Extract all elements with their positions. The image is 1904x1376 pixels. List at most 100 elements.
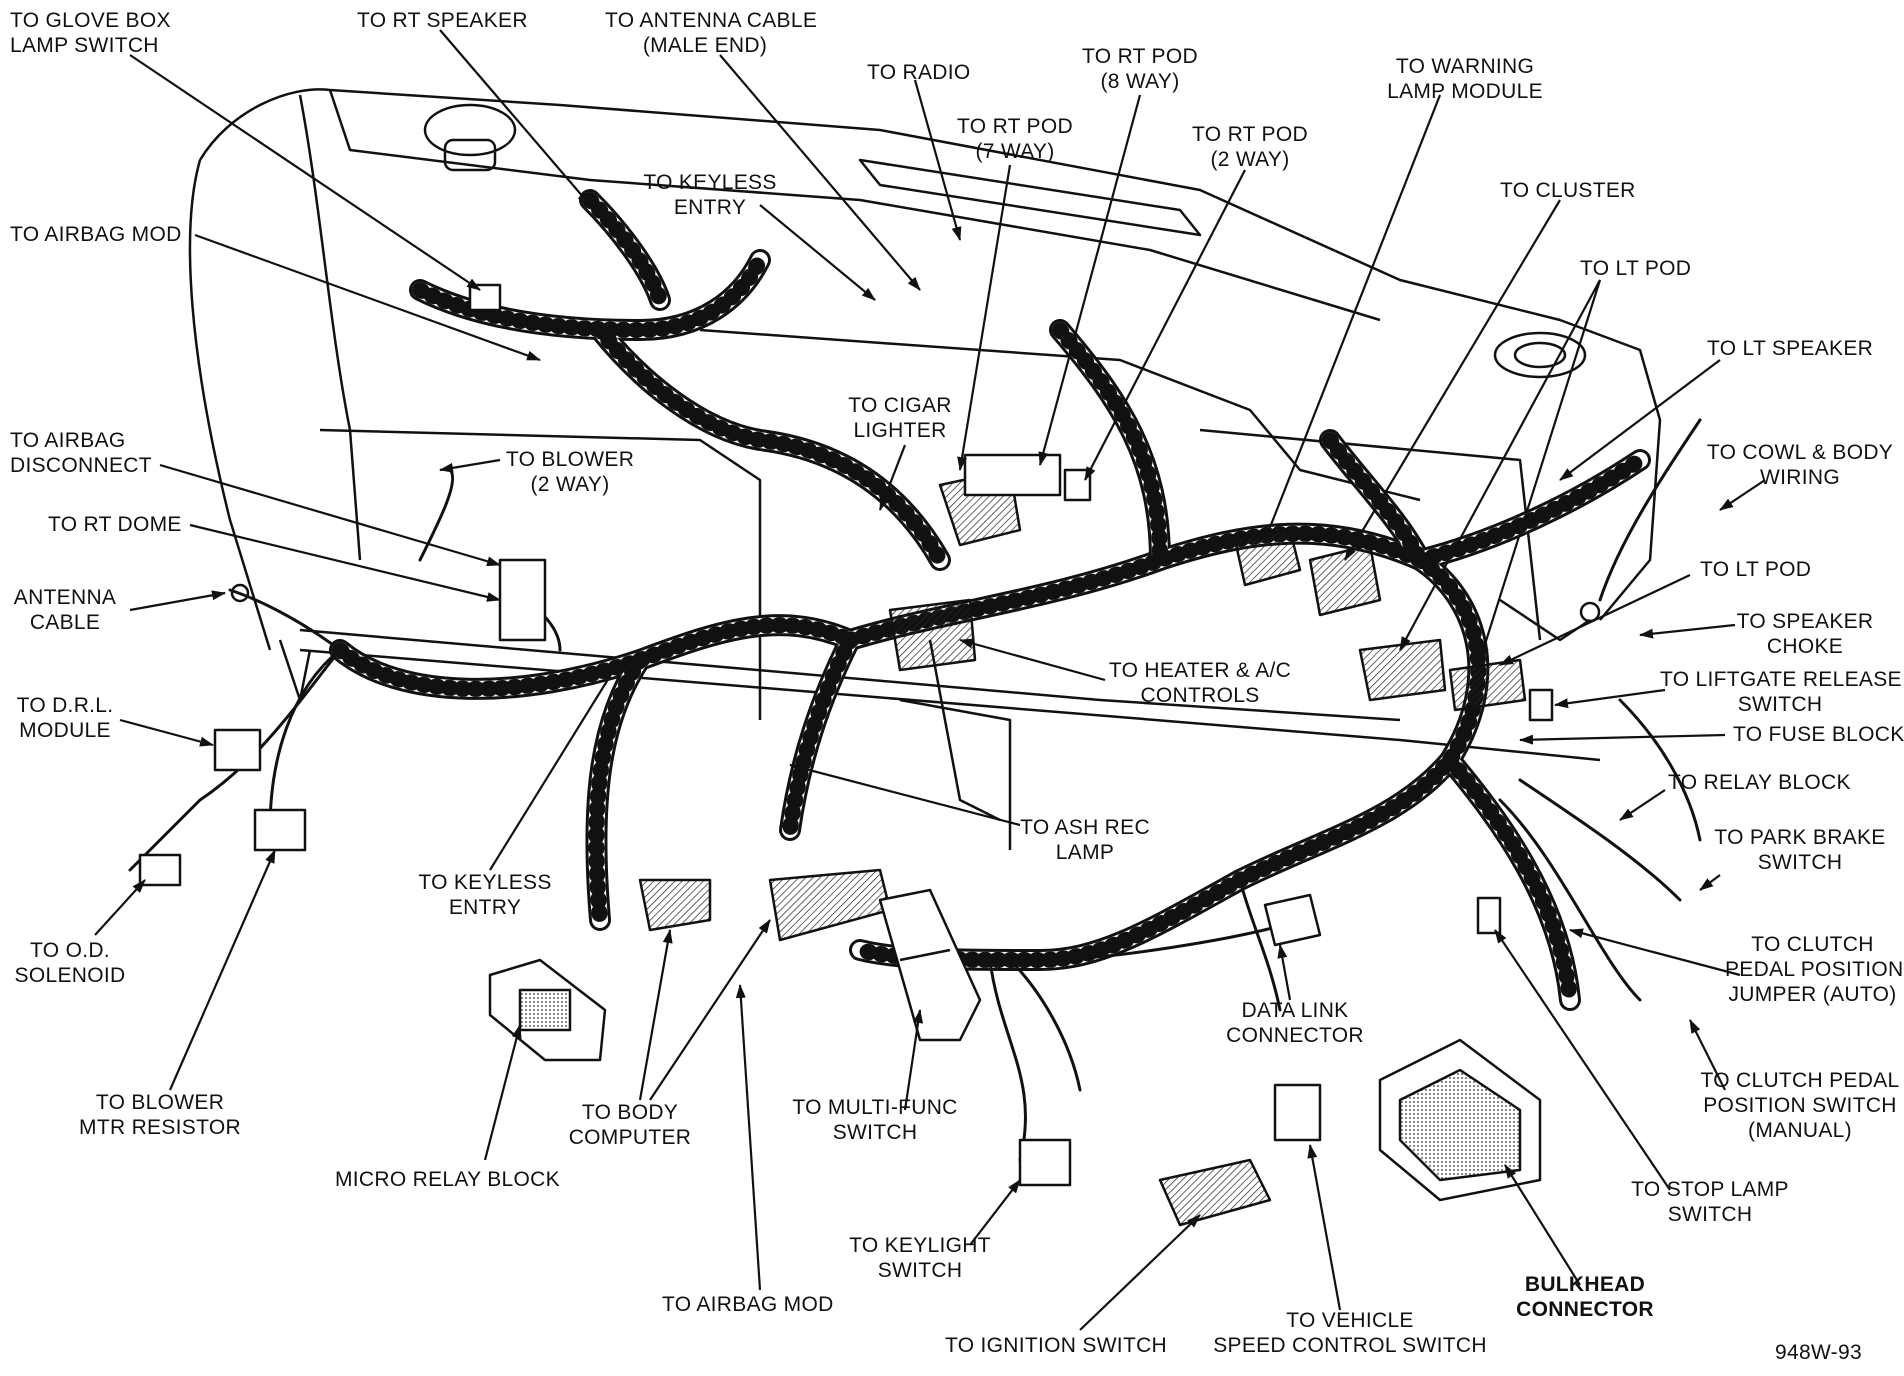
label-fuse-block: TO FUSE BLOCK — [1733, 723, 1904, 746]
leader-lt-pod-top-b — [1478, 279, 1602, 661]
label-cluster: TO CLUSTER — [1500, 179, 1636, 202]
label-park-brake-switch: TO PARK BRAKE SWITCH — [1714, 826, 1886, 874]
leader-lt-pod-top-a — [1399, 279, 1601, 651]
label-keyless-entry-bottom: TO KEYLESS ENTRY — [418, 871, 552, 919]
leader-cowl — [1719, 479, 1766, 511]
label-antenna-cable: ANTENNA CABLE — [13, 586, 117, 634]
label-lt-speaker: TO LT SPEAKER — [1707, 337, 1874, 360]
label-micro-relay-block: MICRO RELAY BLOCK — [335, 1168, 560, 1191]
cluster-connector — [1308, 543, 1382, 617]
label-bulkhead-connector: BULKHEAD CONNECTOR — [1516, 1273, 1654, 1321]
leader-cluster — [1344, 199, 1561, 561]
label-rt-pod-2-way: TO RT POD (2 WAY) — [1192, 123, 1308, 171]
leader-drl — [119, 718, 214, 747]
leader-clutch-jumper — [1569, 928, 1741, 977]
liftgate-connector — [1528, 688, 1554, 722]
leader-speaker-choke — [1639, 623, 1736, 639]
leader-multi-func — [903, 1009, 924, 1111]
od-solenoid-connector — [138, 853, 182, 887]
leader-data-link — [1277, 944, 1292, 1001]
leader-keyless-top — [759, 204, 876, 301]
rt-pod-2-connector — [1063, 468, 1092, 502]
vehicle-speed-control-connector — [1273, 1083, 1322, 1142]
leader-rt-pod-7 — [957, 164, 1012, 471]
figure-id: 948W-93 — [1775, 1341, 1862, 1364]
bulkhead-connector — [1378, 1038, 1542, 1202]
label-rt-dome: TO RT DOME — [48, 513, 182, 536]
label-vehicle-speed-control: TO VEHICLE SPEED CONTROL SWITCH — [1213, 1309, 1487, 1357]
glove-box-connector — [468, 283, 502, 312]
leader-heater-ac — [959, 638, 1106, 682]
label-clutch-pedal-switch: TO CLUTCH PEDAL POSITION SWITCH (MANUAL) — [1700, 1069, 1900, 1142]
instrument-panel-structure — [188, 88, 1662, 850]
label-airbag-disconnect: TO AIRBAG DISCONNECT — [10, 429, 152, 477]
label-lt-pod-top: TO LT POD — [1580, 257, 1692, 280]
micro-relay-block-connector — [488, 958, 607, 1062]
warning-lamp-connector — [1233, 528, 1302, 587]
leader-vehicle-speed — [1307, 1144, 1342, 1311]
leader-lt-pod-mid — [1499, 574, 1691, 666]
leader-rt-dome — [189, 523, 501, 602]
leader-lines — [94, 29, 1766, 1331]
label-keyless-entry-top: TO KEYLESS ENTRY — [643, 171, 777, 219]
label-od-solenoid: TO O.D. SOLENOID — [14, 939, 126, 987]
label-cigar-lighter: TO CIGAR LIGHTER — [848, 394, 952, 442]
leader-relay-block — [1619, 789, 1666, 821]
leader-stop-lamp — [1494, 929, 1671, 1191]
label-airbag-mod-top: TO AIRBAG MOD — [10, 223, 182, 246]
label-liftgate-release-switch: TO LIFTGATE RELEASE SWITCH — [1660, 668, 1902, 716]
leader-bulkhead — [1504, 1164, 1581, 1286]
label-antenna-cable-male: TO ANTENNA CABLE (MALE END) — [605, 9, 818, 57]
leader-ash-rec — [789, 763, 1021, 827]
label-drl-module: TO D.R.L. MODULE — [16, 694, 114, 742]
leader-lt-speaker — [1559, 359, 1721, 481]
label-rt-speaker: TO RT SPEAKER — [357, 9, 528, 32]
leader-antenna-male — [719, 54, 921, 291]
label-body-computer: TO BODY COMPUTER — [568, 1101, 692, 1149]
leader-antenna — [129, 590, 226, 612]
label-blower-mtr-resistor: TO BLOWER MTR RESISTOR — [79, 1091, 241, 1139]
connectors — [138, 283, 1554, 1227]
label-keylight-switch: TO KEYLIGHT SWITCH — [849, 1234, 991, 1282]
drl-module-connector — [213, 728, 262, 772]
body-computer-connector-a — [638, 878, 712, 932]
label-ignition-switch: TO IGNITION SWITCH — [945, 1334, 1168, 1357]
leader-micro-relay — [483, 1024, 522, 1161]
leader-body-computer-b — [649, 919, 771, 1101]
label-stop-lamp-switch: TO STOP LAMP SWITCH — [1631, 1178, 1789, 1226]
leader-keyless-bottom — [489, 659, 621, 871]
leader-liftgate — [1554, 688, 1666, 709]
blower-mtr-resistor-connector — [253, 808, 307, 852]
label-glove-box-lamp-switch: TO GLOVE BOX LAMP SWITCH — [10, 9, 171, 57]
ignition-switch-connector — [1158, 1158, 1272, 1227]
leader-airbag-mod-top — [194, 233, 541, 362]
label-rt-pod-7-way: TO RT POD (7 WAY) — [957, 115, 1073, 163]
leader-blower-mtr — [168, 849, 277, 1091]
data-link-connector — [1263, 893, 1322, 947]
label-clutch-pedal-jumper: TO CLUTCH PEDAL POSITION JUMPER (AUTO) — [1725, 933, 1904, 1006]
leader-keylight — [969, 1179, 1021, 1246]
leader-clutch-switch — [1689, 1019, 1726, 1091]
body-computer-connector-b — [768, 868, 892, 942]
leader-cigar — [878, 444, 907, 511]
leader-rt-speaker — [439, 29, 591, 206]
label-cowl-body-wiring: TO COWL & BODY WIRING — [1706, 441, 1894, 489]
lt-pod-connector-b — [1448, 658, 1527, 712]
label-rt-pod-8-way: TO RT POD (8 WAY) — [1082, 45, 1198, 93]
leader-glove-box — [129, 54, 481, 291]
airbag-disconnect-connector — [498, 558, 547, 642]
leader-airbag-mod-bottom — [735, 984, 762, 1291]
leader-blower-2way — [439, 458, 501, 473]
keylight-switch-connector — [1018, 1138, 1072, 1187]
label-heater-ac-controls: TO HEATER & A/C CONTROLS — [1108, 659, 1292, 707]
leader-od-solenoid — [94, 879, 146, 936]
leader-fuse-block — [1519, 733, 1726, 745]
heater-ac-connector — [888, 598, 977, 672]
leader-warning-lamp — [1263, 94, 1442, 541]
label-blower-2-way: TO BLOWER (2 WAY) — [505, 448, 635, 496]
label-warning-lamp-module: TO WARNING LAMP MODULE — [1387, 55, 1543, 103]
rt-pod-8-connector — [963, 453, 1062, 497]
label-lt-pod-mid: TO LT POD — [1700, 558, 1812, 581]
label-data-link-connector: DATA LINK CONNECTOR — [1226, 999, 1364, 1047]
